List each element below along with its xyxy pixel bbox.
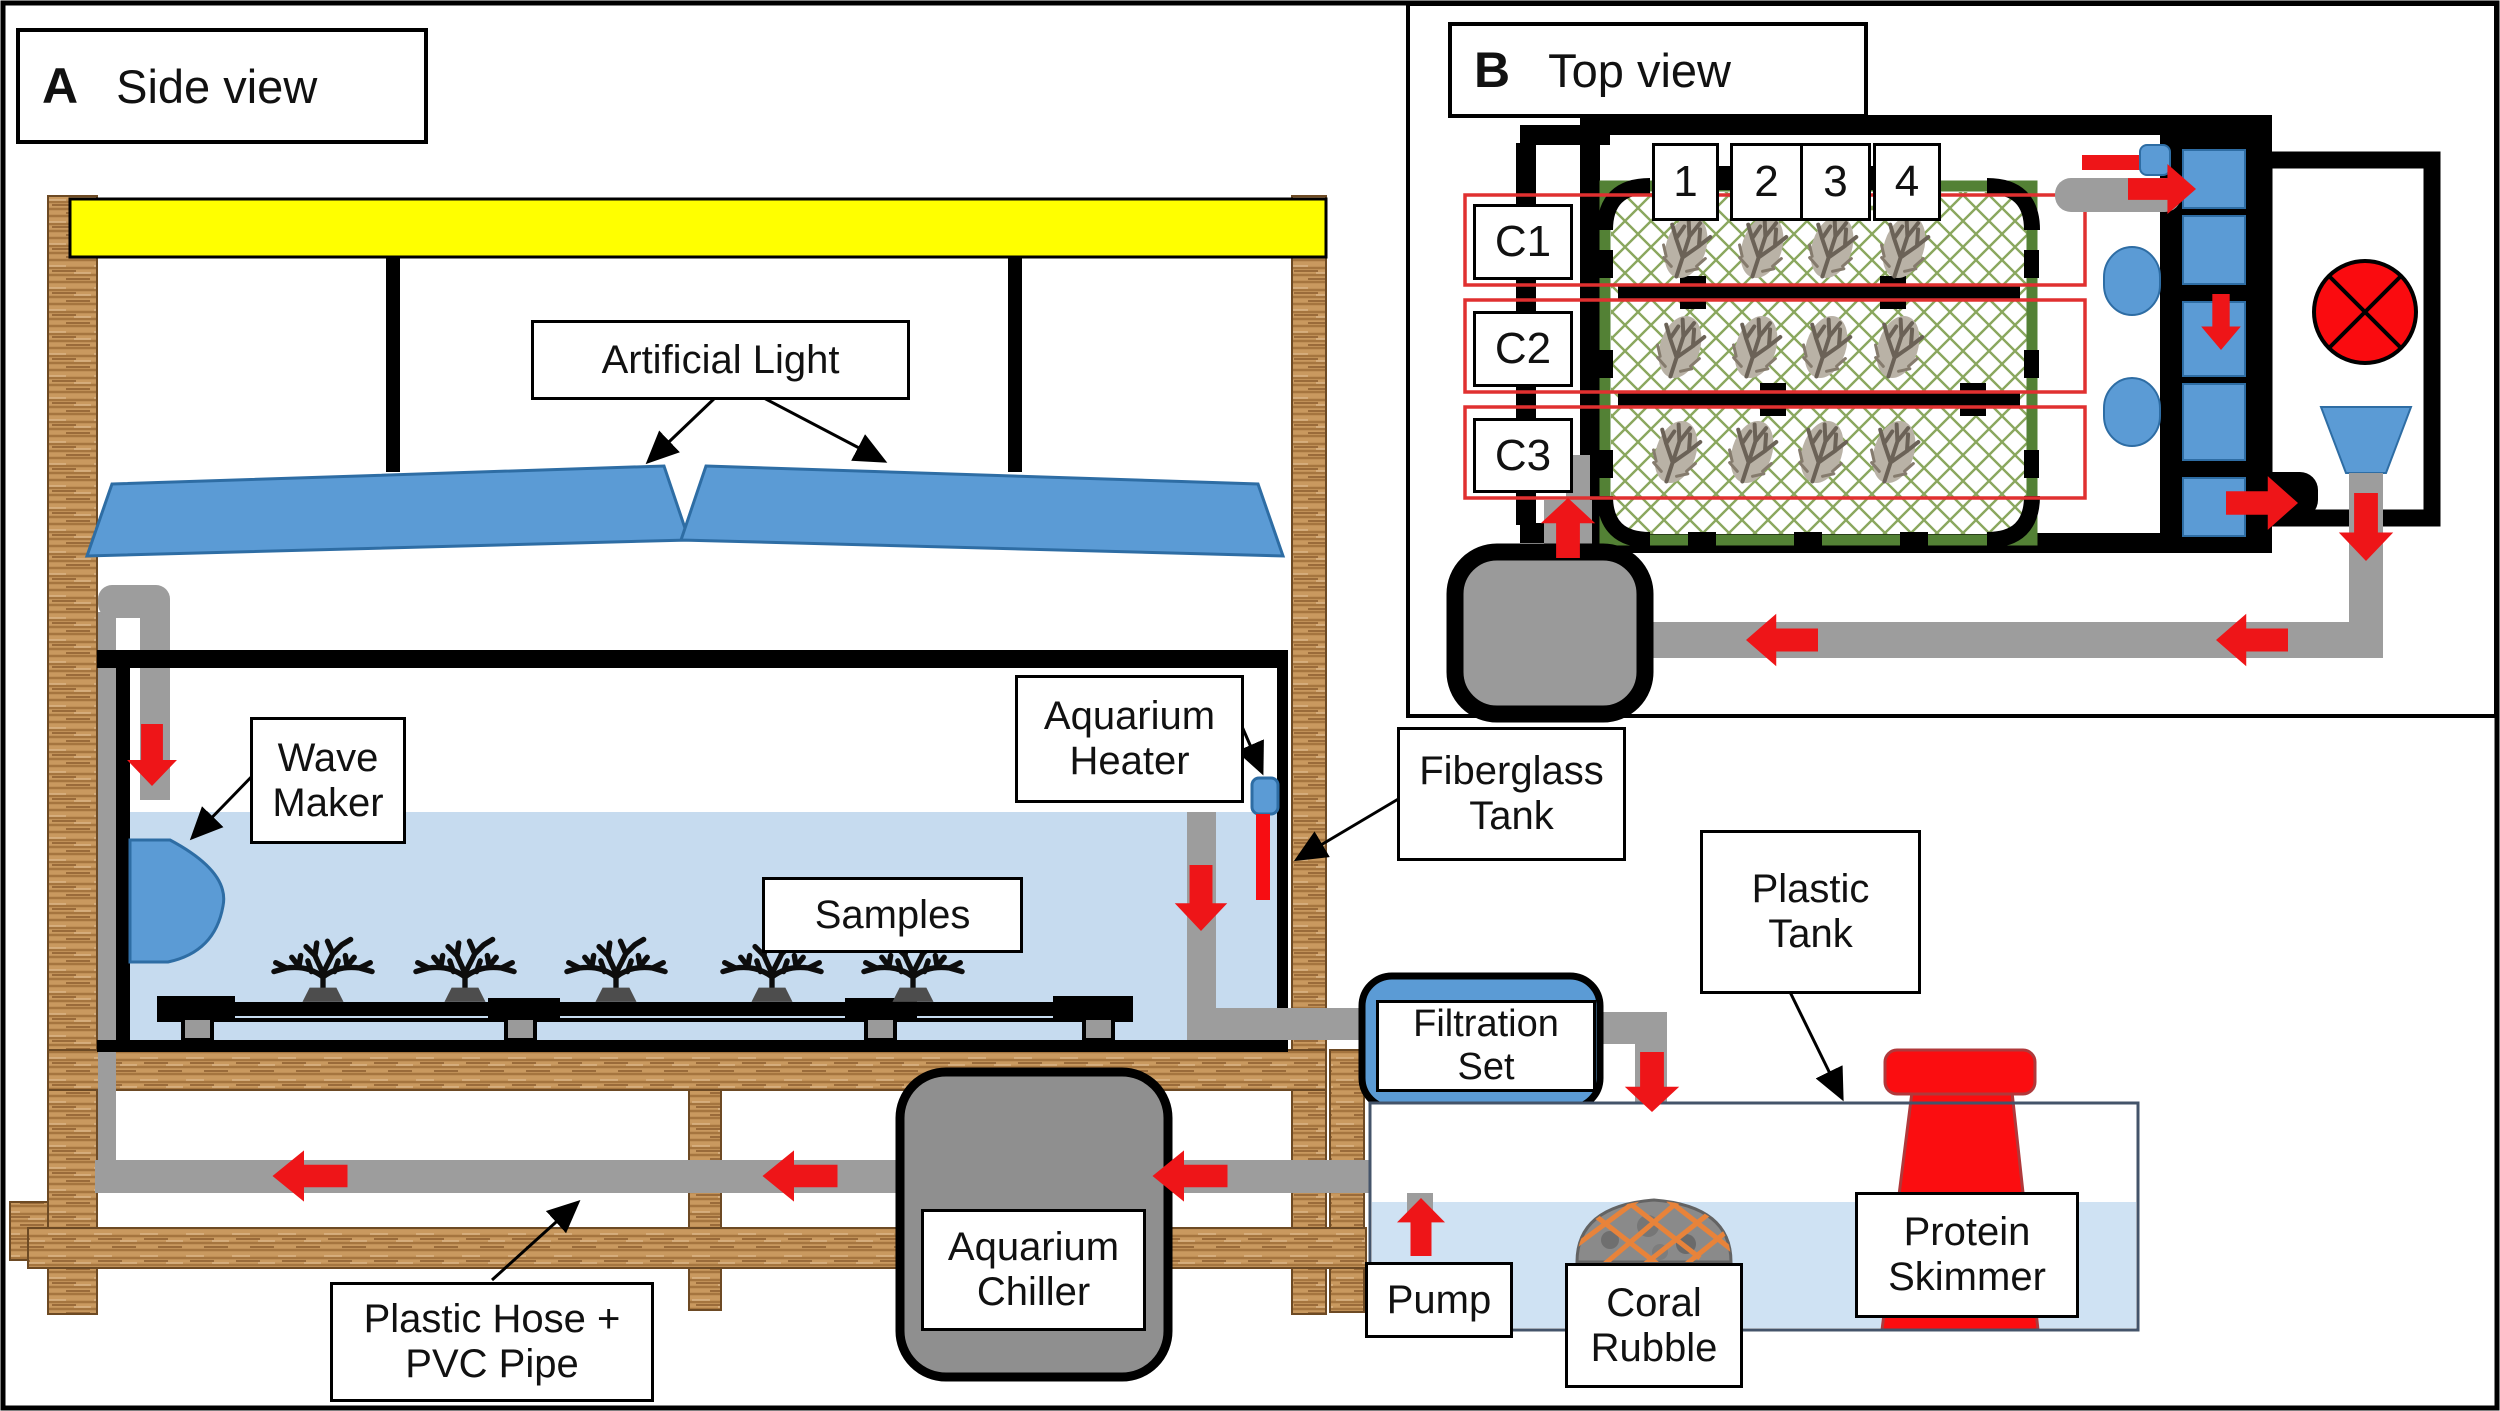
pointer-fiberglass-tank (1293, 796, 1401, 862)
wood-post-left (47, 195, 98, 1315)
rack-row-dividers (1618, 276, 2020, 416)
lamp-rail (68, 197, 1328, 259)
coral-rubble-label: Coral Rubble (1565, 1263, 1743, 1388)
panel-b-letter: B (1474, 42, 1511, 98)
flow-arrow-left-icon (762, 1150, 838, 1202)
pointer-wave-maker (189, 768, 260, 841)
column-label-4: 4 (1873, 143, 1941, 221)
wave-maker-label: Wave Maker (250, 717, 406, 844)
pointer-plastic-tank (1788, 991, 1844, 1102)
pump-symbol-icon (2312, 259, 2418, 365)
pointer-artificial-light-right (759, 394, 888, 463)
row-label-c3: C3 (1473, 418, 1573, 493)
panel-a-title: Side view (116, 59, 318, 113)
filtration-set-label: Filtration Set (1376, 1000, 1596, 1092)
light-hanger-rod (386, 257, 400, 472)
wood-post-right (1291, 195, 1327, 1315)
rack-corner-tubes (1597, 178, 2040, 548)
top-view-chiller (1446, 543, 1654, 723)
aquarium-heater-label: Aquarium Heater (1015, 675, 1244, 803)
tank-wall-left (116, 650, 130, 1050)
pointer-plastic-hose (490, 1199, 581, 1282)
top-view-panel (1406, 2, 2498, 723)
tank-wall-right (1277, 650, 1288, 1052)
aquarium-chiller-label: Aquarium Chiller (921, 1209, 1146, 1331)
plastic-tank-outline (1368, 1101, 2140, 1332)
artificial-light-label: Artificial Light (531, 320, 910, 400)
row-outline-c3 (1463, 405, 2087, 500)
annotation-arrows-side (189, 394, 1844, 1282)
tank-bottom (97, 1040, 1288, 1052)
column-label-3: 3 (1800, 143, 1871, 221)
row-outline-c2 (1463, 298, 2087, 394)
flow-arrow-left-icon (272, 1150, 348, 1202)
column-label-2: 2 (1730, 143, 1803, 221)
tank-rim (97, 650, 1288, 668)
row-label-c2: C2 (1473, 311, 1573, 387)
samples-label: Samples (762, 877, 1023, 953)
wave-maker-pod (2103, 246, 2161, 316)
panel-a-letter: A (42, 58, 79, 114)
panel-a-label: A Side view (16, 28, 428, 144)
wave-maker (128, 838, 226, 964)
protein-skimmer-label: Protein Skimmer (1855, 1192, 2079, 1318)
fiberglass-tank-label: Fiberglass Tank (1397, 727, 1626, 861)
plastic-tank-label: Plastic Tank (1700, 830, 1921, 994)
coral-rubble-mound (1575, 1198, 1733, 1264)
wave-maker-pod (2103, 377, 2161, 447)
light-fixture-left (84, 464, 692, 558)
top-tank-border-ext (1520, 125, 1610, 145)
panel-b-label: B Top view (1448, 22, 1868, 118)
panel-b-title: Top view (1548, 43, 1731, 97)
skimmer-funnel-top (2319, 406, 2413, 474)
aquarium-heater (1250, 776, 1280, 900)
light-hanger-rod (1008, 257, 1022, 472)
pointer-artificial-light-left (645, 394, 719, 465)
sample-rack (157, 996, 1133, 1042)
plastic-hose-pvc-label: Plastic Hose + PVC Pipe (330, 1282, 654, 1402)
column-label-1: 1 (1652, 143, 1719, 221)
pump-label: Pump (1365, 1262, 1513, 1338)
row-label-c1: C1 (1473, 204, 1573, 280)
light-fixture-right (678, 464, 1286, 558)
